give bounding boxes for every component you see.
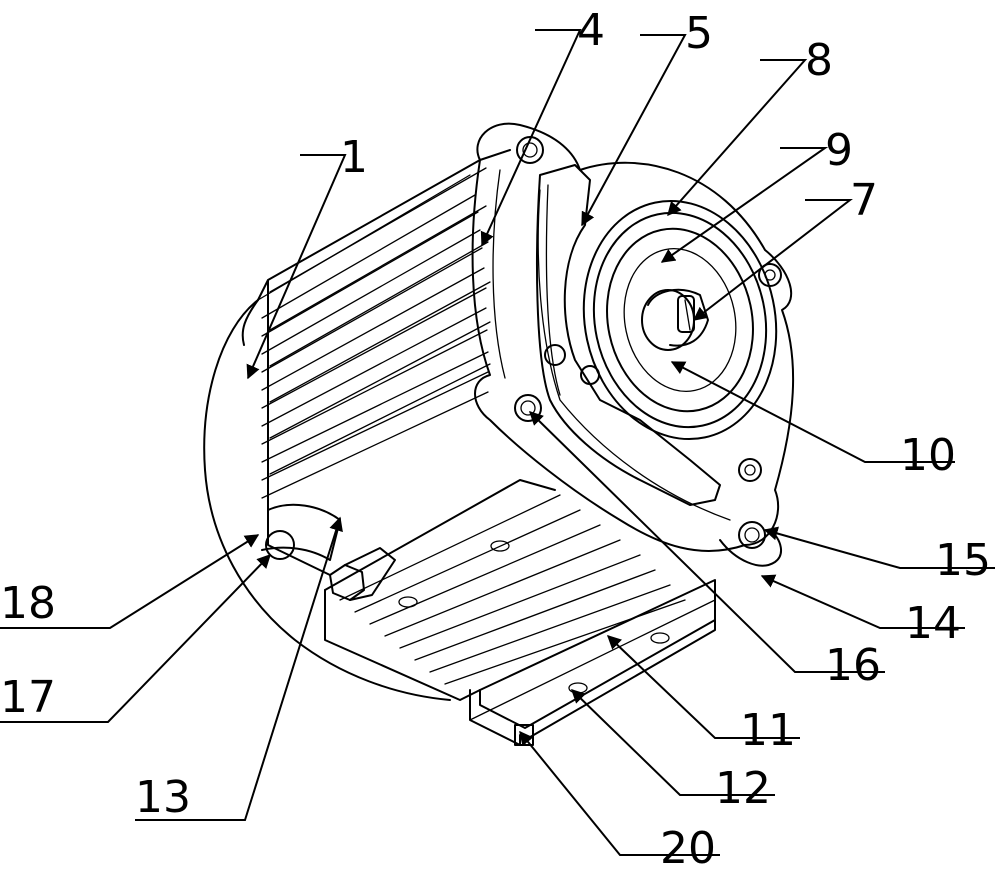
bearing-cap: [536, 164, 721, 506]
lower-lug: [719, 529, 782, 567]
lower-heat-sink: [324, 479, 686, 701]
upper-cooling-fins: [257, 167, 491, 499]
label-10: 10: [900, 430, 956, 481]
label-18: 18: [0, 578, 56, 629]
end-bearing-rings: [582, 199, 778, 441]
label-1: 1: [340, 132, 368, 183]
side-groove: [261, 503, 341, 561]
label-13: 13: [135, 772, 191, 823]
label-16: 16: [825, 640, 881, 691]
label-11: 11: [740, 705, 796, 756]
front-flange: [471, 122, 795, 552]
label-12: 12: [715, 763, 771, 814]
label-20: 20: [660, 823, 716, 874]
label-9: 9: [825, 125, 853, 176]
output-shaft: [641, 288, 709, 351]
motor-body: [203, 122, 795, 746]
label-5: 5: [685, 8, 713, 59]
label-4: 4: [577, 5, 605, 56]
controller-box: [469, 579, 716, 746]
label-17: 17: [0, 672, 56, 723]
hex-bolt: [329, 547, 396, 601]
label-8: 8: [805, 35, 833, 86]
label-7: 7: [850, 175, 878, 226]
label-14: 14: [905, 598, 961, 649]
label-15: 15: [935, 535, 991, 586]
leader-lines: [0, 29, 995, 856]
rear-end-cover: [203, 299, 451, 701]
flange-screws: [514, 136, 782, 549]
reference-numerals: 1 4 5 8 9 7 10 15 14 16 11 12 20 13 17 1…: [0, 5, 991, 874]
